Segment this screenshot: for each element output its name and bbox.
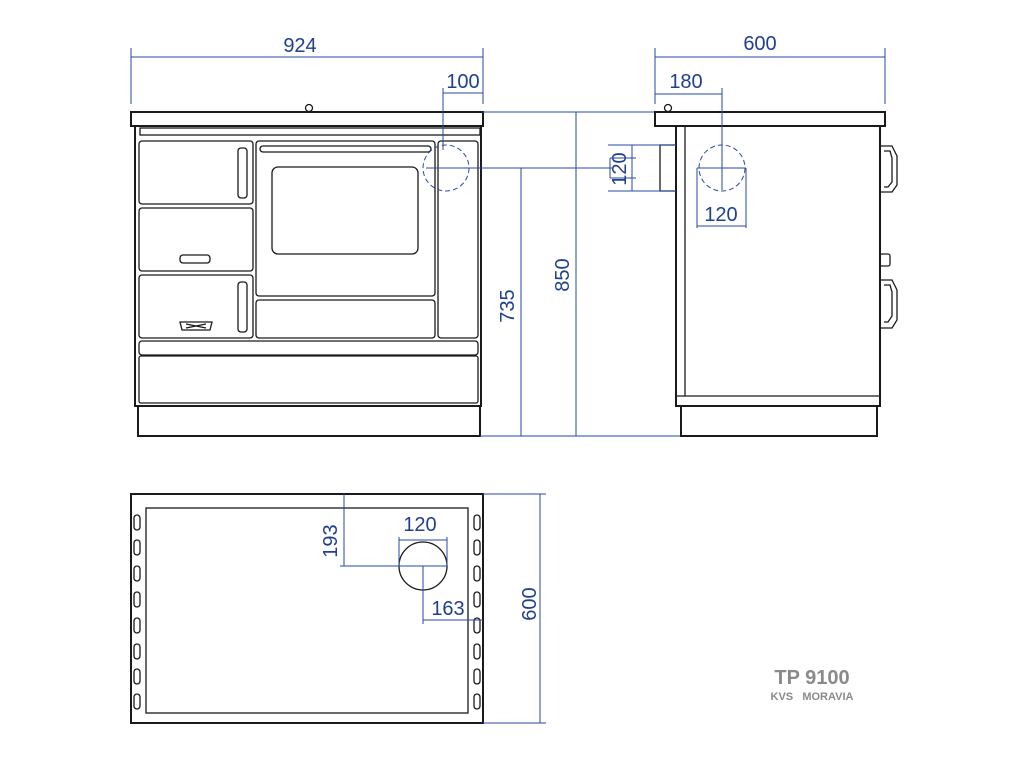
offset-163-label: 163: [431, 598, 464, 620]
storage-drawer: [138, 355, 479, 404]
front-top-rail: [139, 127, 481, 136]
oven-window: [271, 166, 419, 255]
front-plinth: [137, 405, 481, 437]
front-dimensions: 924 100 735 850: [130, 35, 682, 437]
ash-regulator: [179, 321, 213, 331]
firebox-door-middle: [138, 207, 254, 272]
firebox-door-upper: [138, 140, 254, 205]
top-depth-600-label: 600: [519, 587, 541, 620]
depth-600-label: 600: [743, 33, 776, 55]
oven-handle: [259, 145, 432, 153]
brand-block: TP 9100 KVS MORAVIA: [771, 667, 854, 703]
side-handle-upper: [879, 145, 898, 193]
offset-193-label: 193: [320, 524, 342, 557]
top-inner-plate: [145, 507, 469, 714]
side-view: [654, 103, 898, 437]
side-top-knob: [663, 103, 673, 113]
height-850-label: 850: [552, 258, 574, 291]
left-vent-slots: [133, 514, 141, 710]
side-plinth: [680, 405, 878, 437]
flue-pipe: [659, 144, 677, 192]
top-outline: [130, 493, 484, 724]
door-handle: [237, 281, 248, 333]
flue-diameter-120-horizontal-label: 120: [704, 204, 737, 226]
oven-door: [255, 140, 436, 297]
side-hotplate: [654, 111, 886, 127]
side-dimensions: 600 180 120 120: [608, 33, 886, 228]
manufacturer-label: KVS MORAVIA: [771, 691, 854, 703]
side-knob: [879, 253, 891, 267]
storage-rail: [138, 340, 479, 356]
model-title: TP 9100: [774, 667, 849, 689]
width-924-label: 924: [283, 35, 316, 57]
top-dimensions: 193 120 163 600: [320, 493, 546, 724]
front-view: [130, 103, 484, 437]
flue-offset-180-label: 180: [669, 71, 702, 93]
air-regulator: [179, 254, 211, 264]
flue-diameter-120-vertical-label: 120: [609, 152, 631, 185]
flue-diameter-120-label: 120: [403, 514, 436, 536]
warming-drawer: [255, 299, 436, 339]
door-handle: [237, 147, 248, 199]
side-panel: [437, 140, 479, 339]
height-735-label: 735: [497, 289, 519, 322]
right-vent-slots: [473, 514, 481, 710]
front-top-knob: [304, 103, 314, 113]
side-handle-lower: [879, 279, 898, 329]
flue-offset-100-label: 100: [446, 71, 479, 93]
front-hotplate: [130, 111, 484, 127]
ash-pan-door: [138, 274, 254, 339]
